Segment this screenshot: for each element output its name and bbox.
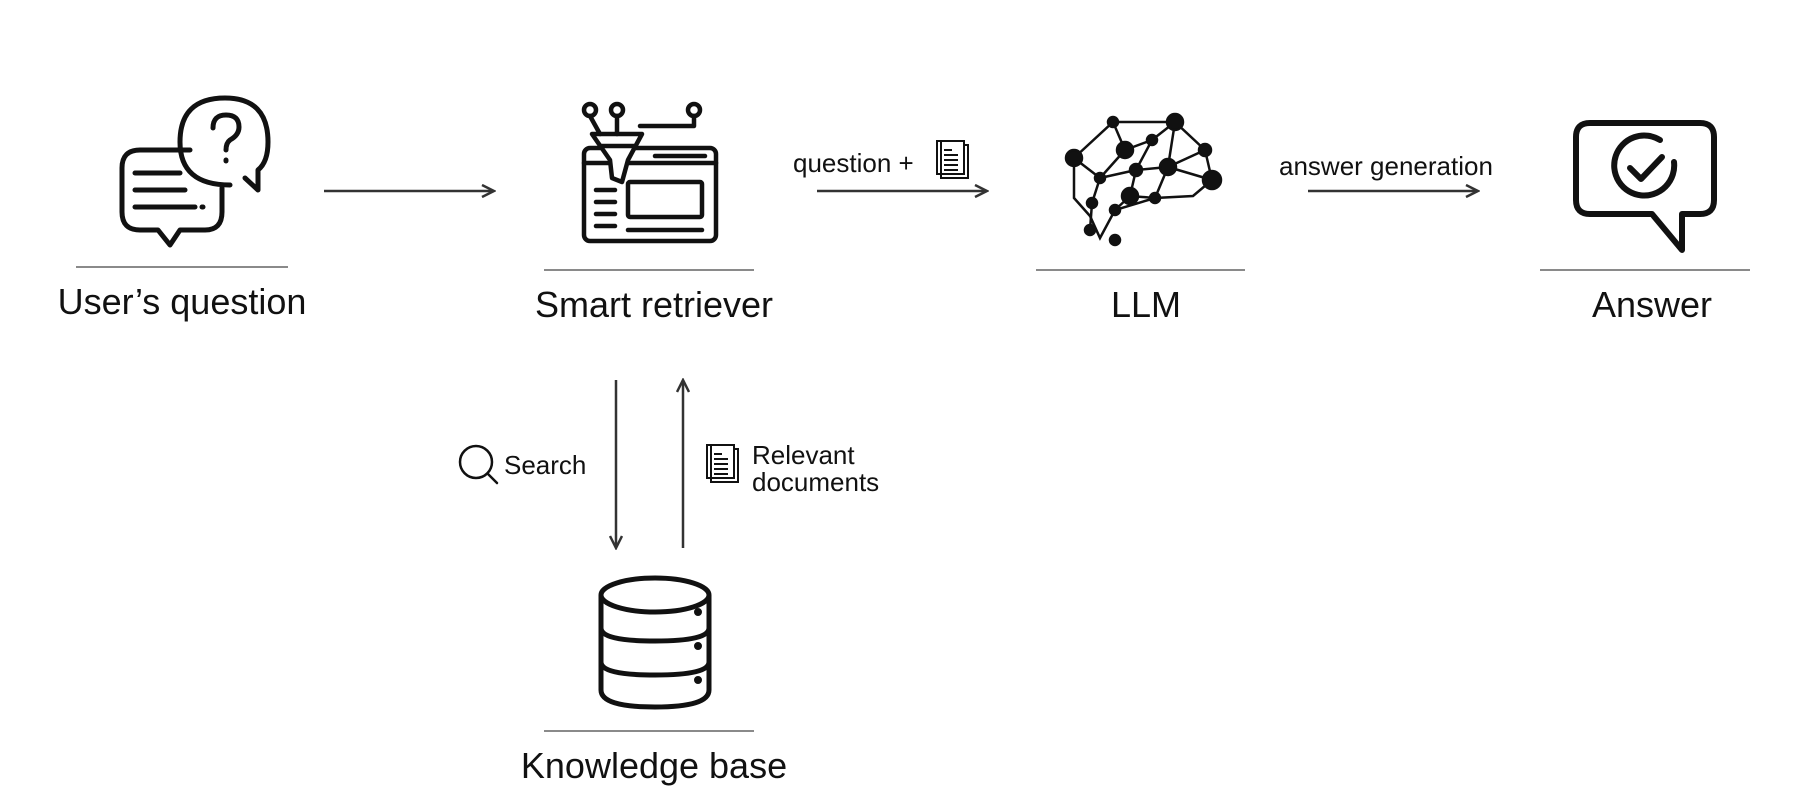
smart-retriever-label: Smart retriever bbox=[534, 284, 774, 325]
knowledge-base-label: Knowledge base bbox=[520, 745, 788, 786]
magnifier-icon bbox=[458, 444, 499, 485]
answer-generation-label: answer generation bbox=[1279, 151, 1493, 181]
llm-label: LLM bbox=[1110, 284, 1182, 325]
relevant-documents-icon bbox=[706, 444, 739, 483]
document-icon bbox=[936, 140, 969, 179]
relevant-documents-line1: Relevant bbox=[752, 440, 855, 470]
user-question-label: User’s question bbox=[57, 281, 307, 322]
question-plus-label: question + bbox=[793, 148, 914, 178]
answer-label: Answer bbox=[1591, 284, 1713, 325]
check-speech-bubble-icon bbox=[1573, 120, 1717, 253]
relevant-documents-line2: documents bbox=[752, 467, 880, 497]
brain-network-icon bbox=[1064, 112, 1223, 247]
search-label: Search bbox=[504, 450, 587, 480]
label-underlines bbox=[76, 266, 1750, 732]
database-icon bbox=[598, 575, 712, 710]
chat-question-icon bbox=[119, 95, 271, 248]
relevant-documents-label: Relevant documents bbox=[752, 442, 879, 496]
funnel-browser-icon bbox=[581, 101, 719, 244]
